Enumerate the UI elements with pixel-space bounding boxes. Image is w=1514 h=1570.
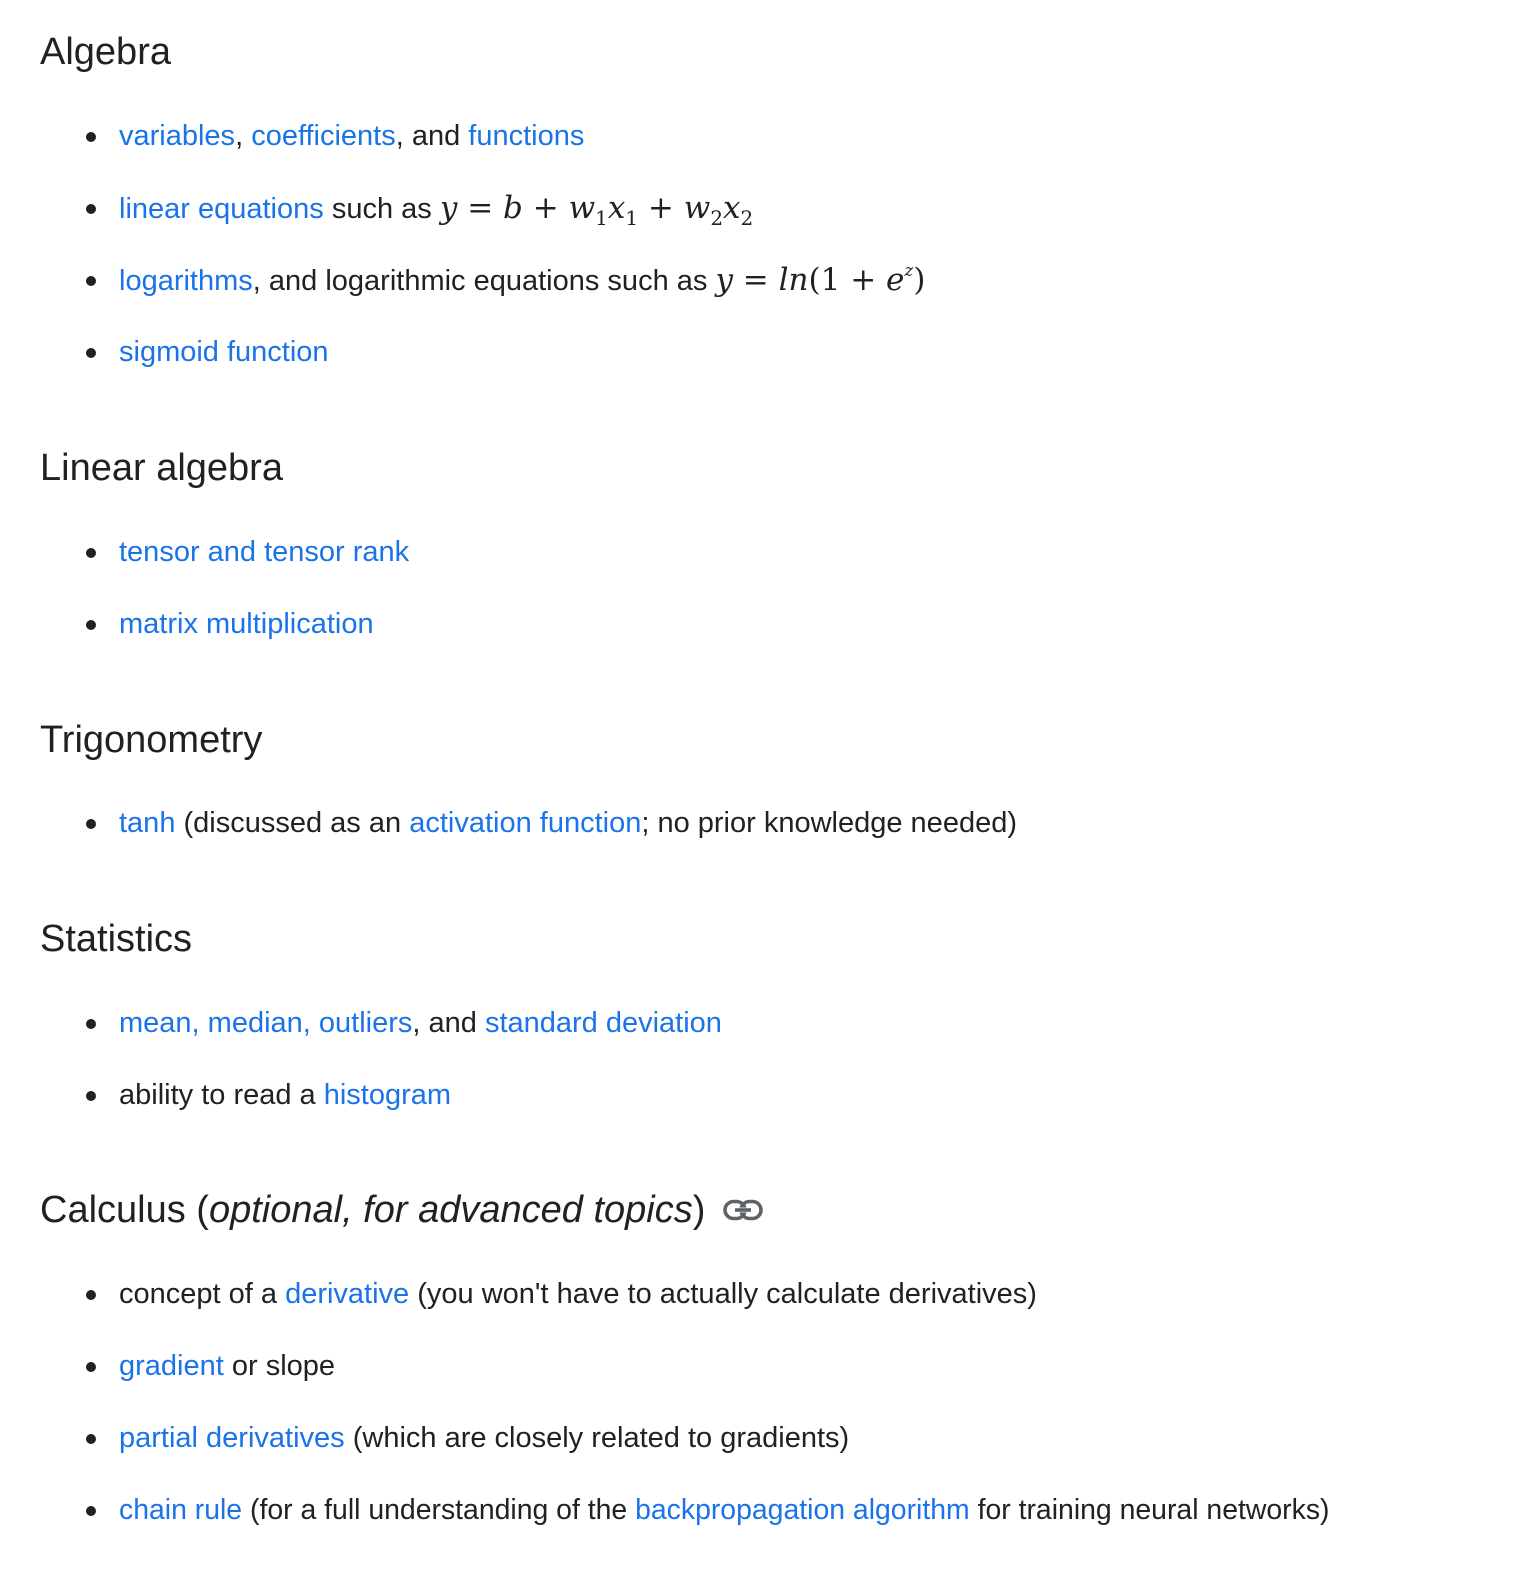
- link-logarithms[interactable]: logarithms: [119, 265, 253, 297]
- list-item-statistics-1: mean, median, outliers, and standard dev…: [119, 1003, 722, 1043]
- link-tensor-rank[interactable]: tensor and tensor rank: [119, 536, 410, 568]
- link-mean-median-outliers[interactable]: mean, median, outliers: [119, 1007, 413, 1039]
- item-text: (which are closely related to gradients): [344, 1422, 850, 1454]
- list-item-trigonometry-1: tanh (discussed as an activation functio…: [119, 803, 1017, 843]
- separator-text: , and: [412, 1007, 485, 1039]
- heading-calculus-close: ): [692, 1189, 706, 1231]
- link-gradient[interactable]: gradient: [119, 1350, 224, 1382]
- item-text: or slope: [223, 1350, 336, 1382]
- link-icon[interactable]: [723, 1199, 764, 1221]
- list-item-algebra-4: sigmoid function: [119, 332, 329, 372]
- link-variables[interactable]: variables: [119, 120, 236, 152]
- item-text: (for a full understanding of the: [242, 1494, 636, 1526]
- link-activation-function[interactable]: activation function: [409, 807, 642, 839]
- bullet: [86, 1091, 96, 1101]
- bullet: [86, 1506, 96, 1516]
- heading-calculus-optional: optional, for advanced topics: [208, 1189, 693, 1231]
- separator-text: , and: [395, 120, 469, 152]
- item-text: concept of a: [119, 1278, 286, 1310]
- link-coefficients[interactable]: coefficients: [251, 120, 396, 152]
- item-text: ; no prior knowledge needed): [641, 807, 1017, 839]
- bullet: [86, 132, 96, 142]
- heading-algebra: Algebra: [40, 31, 171, 73]
- link-partial-derivatives[interactable]: partial derivatives: [119, 1422, 345, 1454]
- item-text: for training neural networks): [969, 1494, 1330, 1526]
- link-backpropagation-algorithm[interactable]: backpropagation algorithm: [635, 1494, 970, 1526]
- bullet: [86, 1434, 96, 1444]
- bullet: [86, 1019, 96, 1029]
- bullet: [86, 348, 96, 358]
- heading-statistics: Statistics: [40, 918, 193, 960]
- link-derivative[interactable]: derivative: [285, 1278, 410, 1310]
- list-item-algebra-2: linear equations such as y = b + w1x1 + …: [119, 188, 753, 229]
- item-text: , and logarithmic equations such as: [252, 265, 716, 297]
- link-histogram[interactable]: histogram: [323, 1079, 452, 1111]
- heading-trigonometry: Trigonometry: [40, 719, 263, 761]
- heading-linear-algebra: Linear algebra: [40, 447, 283, 489]
- bullet: [86, 548, 96, 558]
- bullet: [86, 620, 96, 630]
- link-matrix-multiplication[interactable]: matrix multiplication: [119, 608, 374, 640]
- bullet: [86, 276, 96, 286]
- item-text: (you won't have to actually calculate de…: [409, 1278, 1037, 1310]
- item-text: (discussed as an: [175, 807, 410, 839]
- list-item-linear-algebra-2: matrix multiplication: [119, 604, 374, 644]
- bullet: [86, 1362, 96, 1372]
- logarithmic-equation-formula: y = ln(1 + ez): [715, 261, 926, 298]
- heading-calculus-main: Calculus (: [40, 1189, 209, 1231]
- bullet: [86, 819, 96, 829]
- item-text: ability to read a: [119, 1079, 324, 1111]
- separator-text: ,: [235, 120, 252, 152]
- linear-equation-formula: y = b + w1x1 + w2x2: [439, 190, 754, 230]
- list-item-calculus-3: partial derivatives (which are closely r…: [119, 1418, 849, 1458]
- bullet: [86, 204, 96, 214]
- link-linear-equations[interactable]: linear equations: [119, 193, 324, 225]
- list-item-calculus-4: chain rule (for a full understanding of …: [119, 1490, 1329, 1530]
- link-standard-deviation[interactable]: standard deviation: [484, 1007, 722, 1039]
- bullet: [86, 1290, 96, 1300]
- item-text: such as: [323, 193, 440, 225]
- list-item-calculus-2: gradient or slope: [119, 1346, 335, 1386]
- link-functions[interactable]: functions: [468, 120, 585, 152]
- heading-calculus: Calculus (optional, for advanced topics): [40, 1186, 764, 1234]
- list-item-calculus-1: concept of a derivative (you won't have …: [119, 1274, 1037, 1314]
- link-chain-rule[interactable]: chain rule: [119, 1494, 243, 1526]
- list-item-linear-algebra-1: tensor and tensor rank: [119, 532, 409, 572]
- list-item-algebra-3: logarithms, and logarithmic equations su…: [119, 260, 925, 301]
- link-sigmoid-function[interactable]: sigmoid function: [119, 336, 329, 368]
- link-tanh[interactable]: tanh: [119, 807, 176, 839]
- list-item-algebra-1: variables, coefficients, and functions: [119, 116, 584, 156]
- list-item-statistics-2: ability to read a histogram: [119, 1075, 451, 1115]
